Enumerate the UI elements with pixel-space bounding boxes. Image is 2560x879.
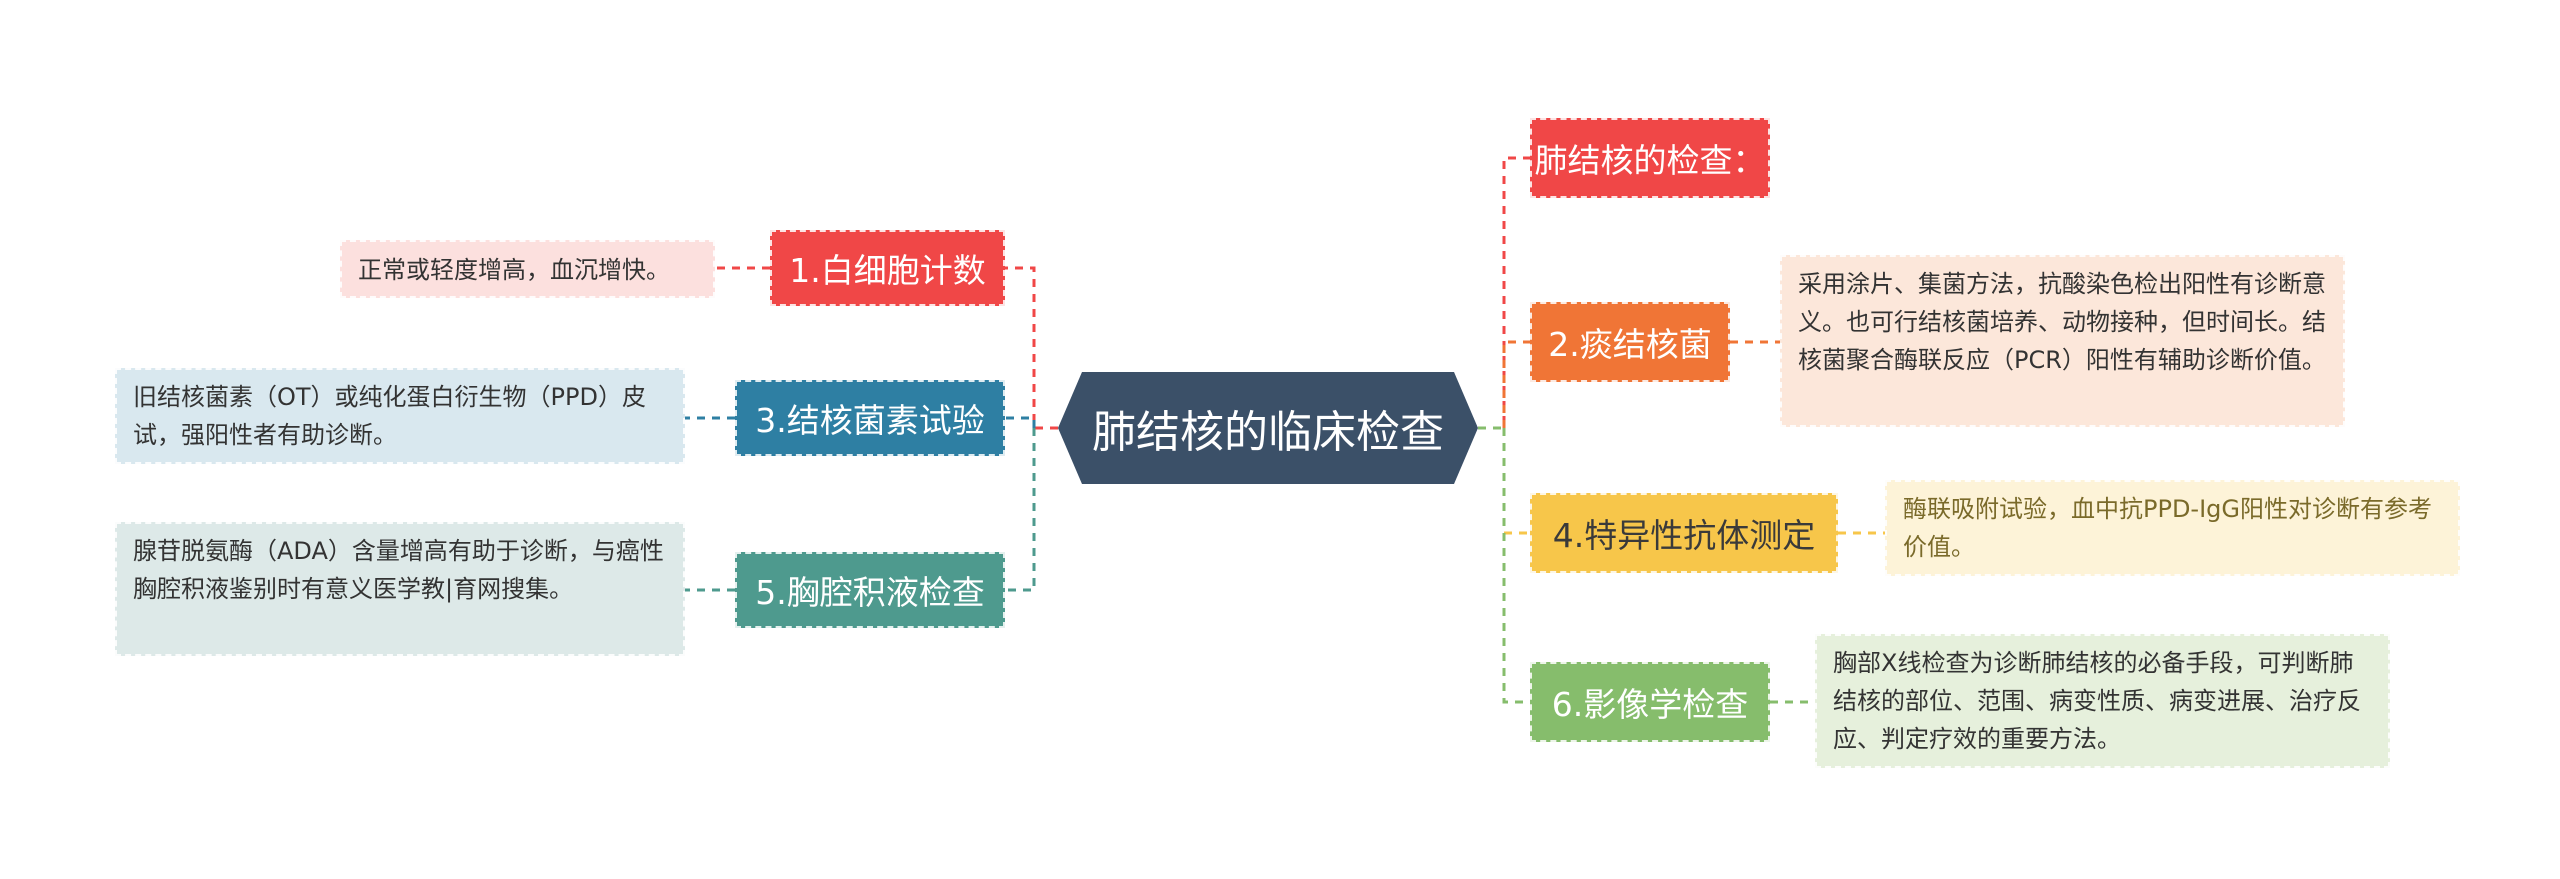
link-antibody — [1502, 428, 1530, 535]
link-pleural — [1005, 428, 1036, 592]
note-tb-test: 旧结核菌素（OT）或纯化蛋白衍生物（PPD）皮试，强阳性者有助诊断。 — [115, 368, 685, 464]
note-sputum: 采用涂片、集菌方法，抗酸染色检出阳性有诊断意义。也可行结核菌培养、动物接种，但时… — [1780, 255, 2345, 427]
note-imaging-text: 胸部X线检查为诊断肺结核的必备手段，可判断肺结核的部位、范围、病变性质、病变进展… — [1833, 649, 2361, 753]
link-header — [1478, 156, 1530, 430]
branch-sputum-label: 2.痰结核菌 — [1548, 325, 1712, 364]
note-wbc: 正常或轻度增高，血沉增快。 — [340, 240, 715, 298]
note-wbc-text: 正常或轻度增高，血沉增快。 — [358, 256, 670, 284]
branch-tb-test-label: 3.结核菌素试验 — [755, 401, 985, 440]
note-sputum-text: 采用涂片、集菌方法，抗酸染色检出阳性有诊断意义。也可行结核菌培养、动物接种，但时… — [1798, 270, 2326, 374]
note-tb-test-text: 旧结核菌素（OT）或纯化蛋白衍生物（PPD）皮试，强阳性者有助诊断。 — [133, 383, 646, 449]
branch-pleural[interactable]: 5.胸腔积液检查 — [735, 552, 1005, 628]
link-wbc — [1005, 266, 1058, 430]
branch-header-label: 肺结核的检查： — [1534, 141, 1766, 180]
central-topic-shape — [1058, 372, 1478, 484]
central-topic-label: 肺结核的临床检查 — [1092, 407, 1444, 458]
central-topic[interactable]: 肺结核的临床检查 — [1058, 372, 1478, 484]
note-pleural: 腺苷脱氨酶（ADA）含量增高有助于诊断，与癌性胸腔积液鉴别时有意义医学教|育网搜… — [115, 522, 685, 656]
branch-antibody-label: 4.特异性抗体测定 — [1552, 516, 1816, 555]
note-antibody: 酶联吸附试验，血中抗PPD-IgG阳性对诊断有参考价值。 — [1885, 480, 2460, 576]
branch-imaging[interactable]: 6.影像学检查 — [1530, 662, 1770, 742]
link-tb-test — [1005, 416, 1036, 428]
branch-tb-test[interactable]: 3.结核菌素试验 — [735, 380, 1005, 456]
branch-sputum[interactable]: 2.痰结核菌 — [1530, 302, 1730, 382]
branch-pleural-label: 5.胸腔积液检查 — [755, 573, 985, 612]
branch-wbc[interactable]: 1.白细胞计数 — [770, 230, 1005, 306]
note-imaging: 胸部X线检查为诊断肺结核的必备手段，可判断肺结核的部位、范围、病变性质、病变进展… — [1815, 634, 2390, 768]
link-sputum — [1502, 340, 1530, 428]
note-antibody-text: 酶联吸附试验，血中抗PPD-IgG阳性对诊断有参考价值。 — [1903, 495, 2432, 561]
note-pleural-text: 腺苷脱氨酶（ADA）含量增高有助于诊断，与癌性胸腔积液鉴别时有意义医学教|育网搜… — [133, 537, 664, 603]
branch-antibody[interactable]: 4.特异性抗体测定 — [1530, 493, 1838, 573]
branch-imaging-label: 6.影像学检查 — [1551, 685, 1749, 724]
branch-header[interactable]: 肺结核的检查： — [1530, 118, 1770, 198]
branch-wbc-label: 1.白细胞计数 — [789, 251, 986, 290]
link-imaging — [1502, 428, 1530, 704]
